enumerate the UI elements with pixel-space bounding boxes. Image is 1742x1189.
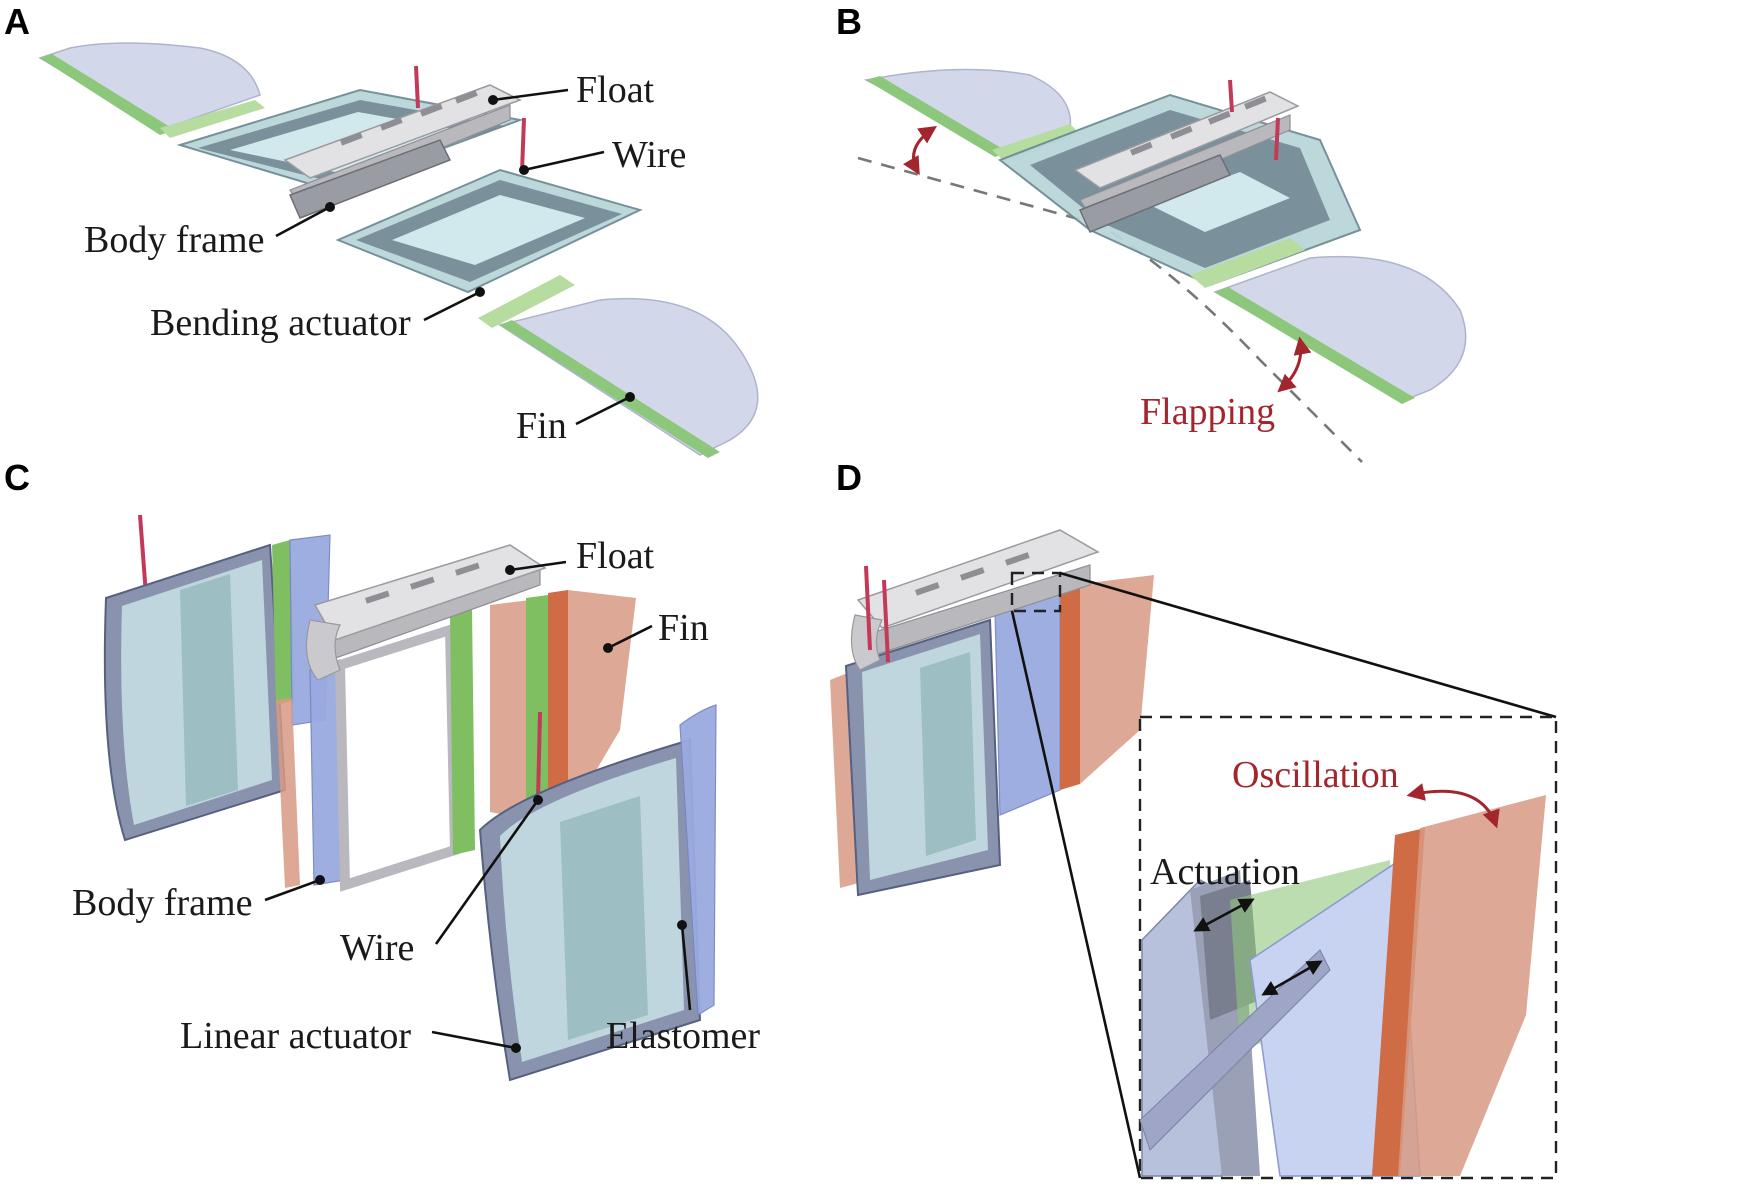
- label-body-frame-c: Body frame: [72, 882, 252, 924]
- zoom-inset: [1138, 715, 1558, 1180]
- flap-arrow-upper: [902, 126, 937, 176]
- panel-c-fin: [490, 590, 636, 822]
- label-wire-c: Wire: [340, 927, 414, 969]
- panel-c-wire-top: [138, 514, 148, 596]
- panel-a-right-fin: [478, 275, 759, 458]
- label-oscillation-d: Oscillation: [1232, 754, 1399, 796]
- label-wire-a: Wire: [612, 134, 686, 176]
- flap-arrow-lower: [1277, 336, 1312, 393]
- label-float-a: Float: [576, 69, 655, 111]
- panel-d-assembly: [830, 529, 1154, 897]
- zoom-line-bottom: [1010, 610, 1142, 1179]
- label-linear-actuator-c: Linear actuator: [180, 1015, 411, 1057]
- panel-b-wire-2: [1274, 117, 1280, 161]
- panel-b: B Flapping: [836, 1, 1467, 463]
- panel-a: A: [4, 1, 759, 458]
- panel-c-letter: C: [4, 457, 30, 498]
- panel-b-wire-1: [1228, 79, 1234, 113]
- panel-a-wire-2: [520, 117, 526, 173]
- label-fin-a: Fin: [516, 405, 567, 447]
- panel-d-wire-1: [864, 565, 872, 651]
- zoom-line-top: [1059, 571, 1557, 719]
- panel-a-wire-1: [414, 65, 420, 109]
- label-flapping-b: Flapping: [1140, 391, 1275, 433]
- panel-d-letter: D: [836, 457, 862, 498]
- panel-c-float: [305, 544, 547, 681]
- panel-a-left-fin: [38, 42, 265, 138]
- panel-b-letter: B: [836, 1, 862, 42]
- panel-a-bending-actuator: [335, 168, 643, 294]
- actuation-arrow-lower: [1261, 960, 1323, 996]
- label-actuation-d: Actuation: [1150, 851, 1300, 893]
- label-elastomer-c: Elastomer: [606, 1015, 760, 1057]
- panel-c-wire-mid: [536, 711, 542, 801]
- panel-c-linear-actuator: [478, 704, 717, 1082]
- label-bending-actuator-a: Bending actuator: [150, 302, 411, 344]
- panel-d-wire-2: [882, 579, 890, 663]
- label-fin-c: Fin: [658, 607, 709, 649]
- panel-c-body-frame: [309, 610, 475, 892]
- panel-a-letter: A: [4, 1, 30, 42]
- panel-c-left-actuator: [103, 534, 331, 888]
- actuation-arrow-upper: [1193, 898, 1255, 932]
- label-float-c: Float: [576, 535, 655, 577]
- panel-c: C: [4, 457, 760, 1082]
- zoom-source-box: [1010, 571, 1062, 613]
- oscillation-arrow: [1406, 783, 1500, 829]
- panel-d: D: [830, 457, 1558, 1180]
- label-body-frame-a: Body frame: [84, 219, 264, 261]
- panel-b-right-fin: [1190, 238, 1467, 404]
- panel-b-left-fin: [863, 68, 1080, 162]
- panel-a-float: [283, 84, 522, 219]
- panel-b-float: [1073, 91, 1300, 233]
